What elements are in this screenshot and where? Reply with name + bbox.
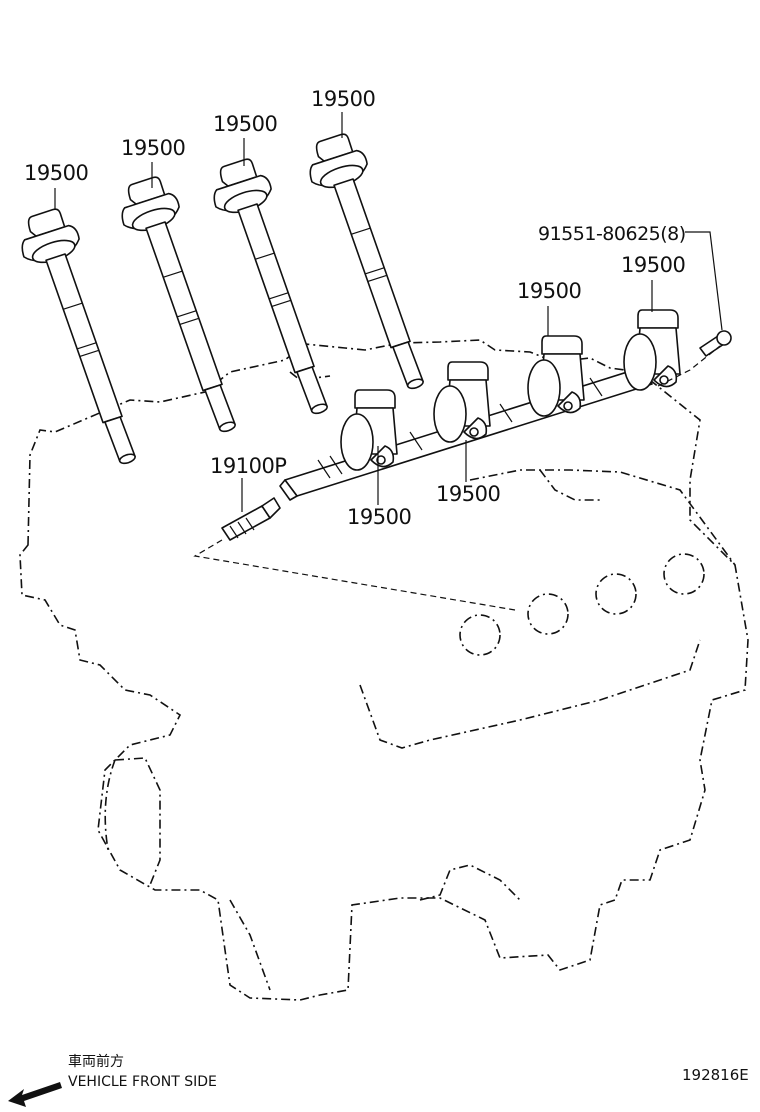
ignition-coil	[204, 153, 343, 425]
front-arrow-icon	[8, 1082, 62, 1107]
installed-coil	[340, 389, 398, 471]
ignition-coil	[112, 171, 251, 443]
spark-plug-icon	[221, 497, 281, 541]
label-bolt: 91551-80625(8)	[538, 223, 686, 245]
vehicle-front-en: VEHICLE FRONT SIDE	[68, 1074, 217, 1090]
label-spark-plug: 19100P	[210, 454, 286, 478]
bolt-icon	[699, 330, 732, 357]
ignition-coil	[12, 203, 151, 475]
label-coil-6: 19500	[621, 253, 685, 277]
vehicle-front-jp: 車両前方	[68, 1053, 124, 1070]
ignition-coil	[300, 128, 439, 400]
leader-lines	[54, 112, 723, 611]
label-coil-2: 19500	[121, 136, 185, 160]
label-coil-7: 19500	[347, 505, 411, 529]
label-coil-8: 19500	[436, 482, 500, 506]
illustration-id: 192816E	[682, 1066, 749, 1084]
installed-coil	[623, 309, 681, 391]
label-coil-5: 19500	[517, 279, 581, 303]
installed-coil	[527, 335, 585, 417]
label-coil-1: 19500	[24, 161, 88, 185]
label-coil-4: 19500	[311, 87, 375, 111]
label-coil-3: 19500	[213, 112, 277, 136]
installed-coil	[433, 361, 491, 443]
engine-outline	[19, 339, 749, 1001]
